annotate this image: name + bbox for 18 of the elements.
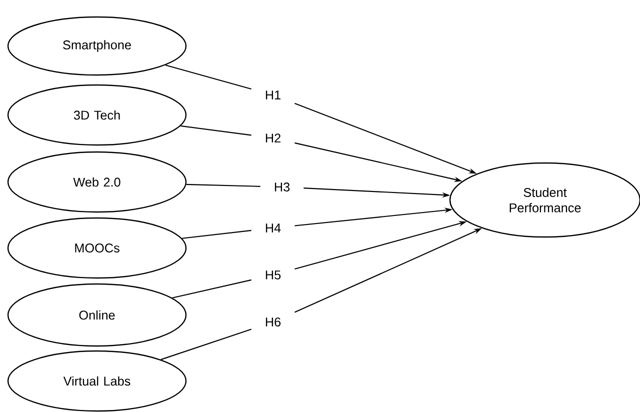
- connector-line: [180, 125, 252, 136]
- connector-line: [160, 328, 252, 360]
- oval-node: Online: [7, 283, 187, 347]
- hypothesis-label: H4: [266, 224, 281, 232]
- oval-node: Virtual Labs: [7, 350, 187, 412]
- oval-node: MOOCs: [7, 217, 187, 279]
- connector-line: [172, 279, 252, 298]
- hypothesis-label: H1: [266, 90, 280, 100]
- oval-node: Smartphone: [7, 16, 187, 76]
- connector-line: [182, 230, 252, 239]
- oval-node: 3D Tech: [7, 84, 187, 146]
- hypothesis-label: H6: [266, 318, 281, 326]
- hypothesis-label: H5: [266, 270, 281, 280]
- connector-line: [165, 64, 252, 90]
- oval-node: Web 2.0: [7, 151, 187, 213]
- connector-line: [186, 184, 260, 187]
- hypothesis-label: H2: [266, 134, 280, 142]
- hypothesis-label: H3: [274, 182, 290, 192]
